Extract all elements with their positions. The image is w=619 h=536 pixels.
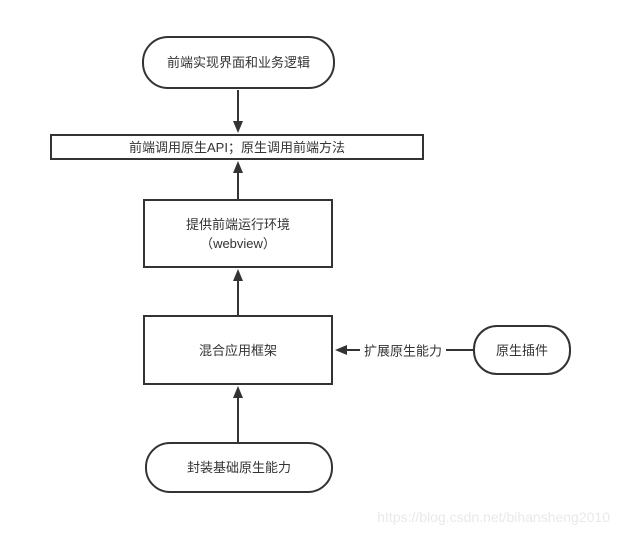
- arrow-left-icon: [335, 345, 347, 355]
- arrow-up-icon: [233, 269, 243, 281]
- node-frontend-ui-label: 前端实现界面和业务逻辑: [166, 55, 310, 70]
- node-native-plugin-label: 原生插件: [495, 342, 548, 358]
- node-native-plugin: 原生插件: [473, 325, 571, 375]
- edge-native-base-to-hybrid-line: [237, 398, 239, 442]
- arrow-up-icon: [233, 161, 243, 173]
- node-hybrid-framework-label: 混合应用框架: [198, 342, 277, 358]
- watermark-url: https://blog.csdn.net/bihansheng2010: [377, 509, 610, 525]
- edge-webview-to-bridge-line: [237, 173, 239, 199]
- node-webview-label-line2: （webview）: [200, 235, 276, 251]
- edge-plugin-to-hybrid-label: 扩展原生能力: [359, 340, 447, 360]
- node-bridge-api: 前端调用原生API；原生调用前端方法: [50, 134, 424, 160]
- node-hybrid-framework: 混合应用框架: [143, 315, 333, 385]
- node-native-base: 封装基础原生能力: [145, 442, 333, 493]
- node-frontend-ui: 前端实现界面和业务逻辑: [142, 36, 335, 89]
- arrow-down-icon: [233, 121, 243, 133]
- arrow-up-icon: [233, 386, 243, 398]
- node-webview: 提供前端运行环境 （webview）: [143, 199, 333, 268]
- node-bridge-api-label: 前端调用原生API；原生调用前端方法: [129, 139, 345, 155]
- node-native-base-label: 封装基础原生能力: [186, 460, 291, 475]
- edge-frontend-to-bridge-line: [237, 90, 239, 121]
- edge-hybrid-to-webview-line: [237, 281, 239, 315]
- node-webview-label-line1: 提供前端运行环境: [185, 216, 290, 232]
